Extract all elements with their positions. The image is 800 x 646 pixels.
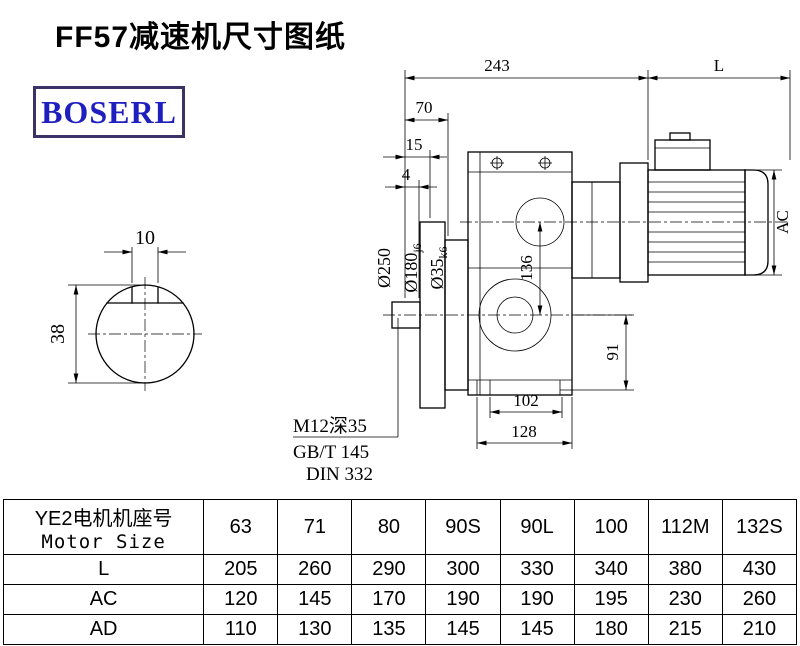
col-header: 100 [573,499,649,555]
note-gb-standard: GB/T 145 [293,442,369,463]
row-label: AC [2,584,205,615]
col-header: 132S [721,499,798,555]
cell: 380 [647,554,723,585]
cell: 210 [721,614,798,645]
cell: 180 [573,614,649,645]
cell: 120 [203,584,279,615]
dim-128-label: 128 [511,422,537,441]
dim-AC-label: AC [773,210,792,234]
dim-70-label: 70 [416,98,433,117]
cell: 430 [721,554,798,585]
dimension-annotations: 243 L 70 15 4 AC 136 91 102 [374,56,792,449]
cell: 260 [277,554,353,585]
cell: 145 [425,614,501,645]
col-header: 71 [277,499,353,555]
dim-15-label: 15 [406,135,423,154]
cell: 290 [351,554,427,585]
cell: 330 [499,554,575,585]
col-header: 90L [499,499,575,555]
dim-102-label: 102 [513,391,539,410]
cell: 110 [203,614,279,645]
technical-drawing: 10 38 [47,56,792,485]
cell: 230 [647,584,723,615]
cell: 145 [277,584,353,615]
cell: 260 [721,584,798,615]
drawing-notes: M12深35 GB/T 145 DIN 332 [293,318,399,485]
table-row-AC: AC 120 145 170 190 190 195 230 260 [2,584,798,615]
dim-spigot-diameter-label: Ø180j6 [401,243,424,292]
table-row-AD: AD 110 130 135 145 145 180 215 210 [2,614,798,645]
cell: 190 [425,584,501,615]
cell: 205 [203,554,279,585]
cell: 190 [499,584,575,615]
header-cn: YE2电机机座号 [34,507,173,530]
dim-L-label: L [714,56,724,75]
motor-size-table: YE2电机机座号 Motor Size 63 71 80 90S 90L 100… [2,499,798,645]
col-header: 112M [647,499,723,555]
note-din-standard: DIN 332 [306,464,373,485]
dim-4-label: 4 [402,165,411,184]
table-header-row: YE2电机机座号 Motor Size 63 71 80 90S 90L 100… [2,499,798,555]
cell: 135 [351,614,427,645]
motor-fins [648,181,745,263]
dim-shaft-diameter-label: 38 [47,324,69,344]
row-label: AD [2,614,205,645]
col-header: 80 [351,499,427,555]
cell: 215 [647,614,723,645]
dim-243-label: 243 [484,56,510,75]
dim-91-label: 91 [603,344,622,361]
cell: 195 [573,584,649,615]
cell: 340 [573,554,649,585]
brand-logo-text: BOSERL [41,93,177,130]
col-header: 63 [203,499,279,555]
brand-logo-box: BOSERL [33,86,185,138]
dim-shaft-fit-label: Ø35k6 [427,247,450,290]
cell: 170 [351,584,427,615]
col-header: 90S [425,499,501,555]
shaft-section-view: 10 38 [47,227,202,391]
cell: 300 [425,554,501,585]
dim-flange-diameter-label: Ø250 [374,248,394,288]
note-tapped-hole: M12深35 [293,415,367,437]
page-title: FF57减速机尺寸图纸 [55,21,347,54]
table-row-L: L 205 260 290 300 330 340 380 430 [2,554,798,585]
motor-size-header-cell: YE2电机机座号 Motor Size [2,499,205,555]
dim-136-label: 136 [517,255,536,281]
gear-unit-side-view [383,132,788,409]
row-label: L [2,554,205,585]
dim-keyway-width-label: 10 [135,227,155,249]
cell: 145 [499,614,575,645]
cell: 130 [277,614,353,645]
header-en: Motor Size [41,530,166,553]
